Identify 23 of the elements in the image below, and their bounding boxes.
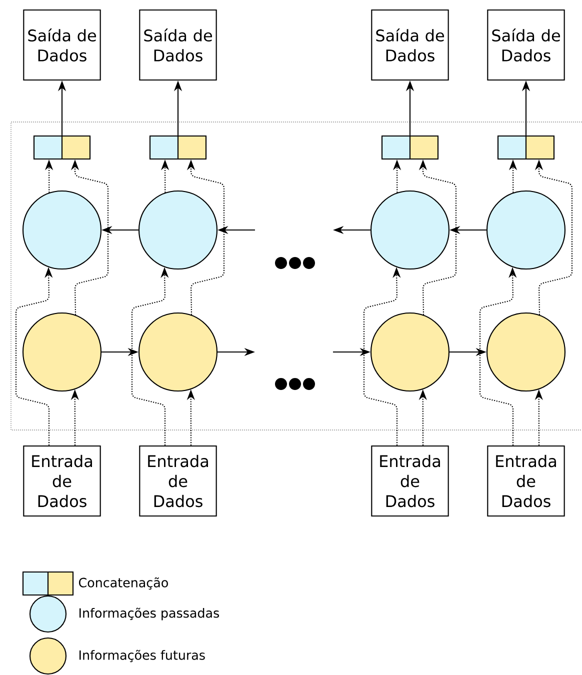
output-box: Saída de Dados: [371, 9, 449, 81]
state-circle: [22, 190, 102, 270]
state-circle: [370, 312, 450, 392]
state-circle: [138, 312, 218, 392]
state-circle: [370, 190, 450, 270]
output-box: Saída de Dados: [139, 9, 217, 81]
state-circle: [486, 190, 566, 270]
output-box: Saída de Dados: [23, 9, 101, 81]
concatenation-box: [149, 135, 207, 160]
input-box: Entrada de Dados: [371, 445, 449, 517]
concatenation-box: [381, 135, 439, 160]
input-box: Entrada de Dados: [139, 445, 217, 517]
concatenation-box: [33, 135, 91, 160]
legend-label: Informações futuras: [80, 650, 205, 662]
input-box: Entrada de Dados: [23, 445, 101, 517]
input-box: Entrada de Dados: [487, 445, 565, 517]
state-circle: [22, 312, 102, 392]
state-circle: [486, 312, 566, 392]
legend-label: Concatenação: [78, 577, 168, 590]
legend-label: Informações passadas: [80, 608, 220, 620]
state-circle: [138, 190, 218, 270]
output-box: Saída de Dados: [487, 9, 565, 81]
concatenation-box: [497, 135, 555, 160]
